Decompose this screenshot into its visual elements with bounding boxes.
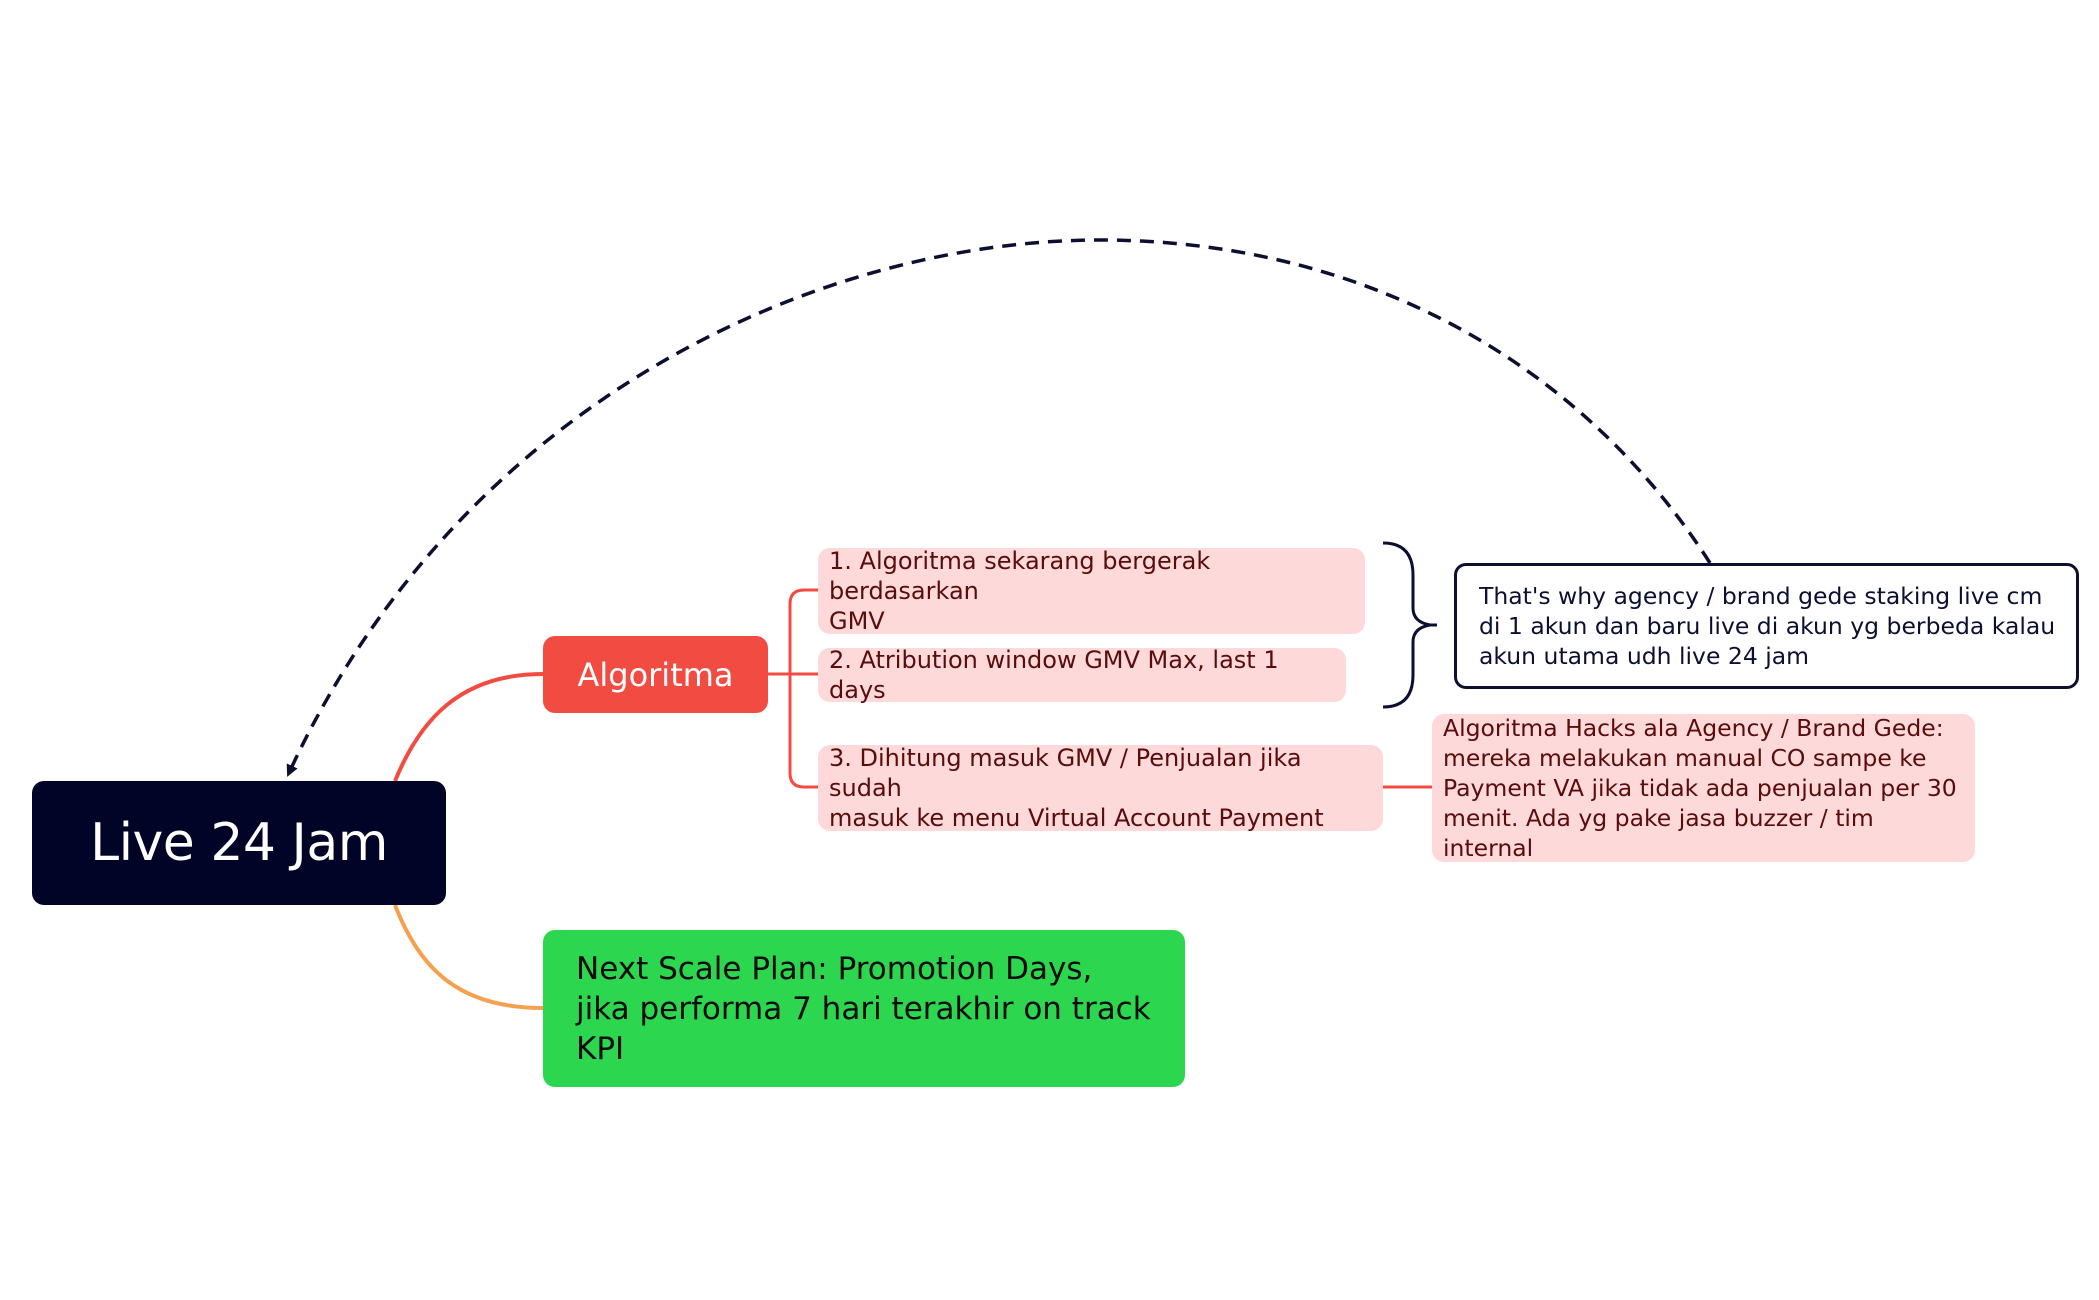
branch-algoritma-item-1 bbox=[788, 588, 818, 674]
central-topic-label: Live 24 Jam bbox=[90, 813, 388, 873]
subtopic-item-1[interactable]: 1. Algoritma sekarang bergerak berdasark… bbox=[818, 547, 1365, 635]
next-scale-plan-label: Next Scale Plan: Promotion Days, jika pe… bbox=[576, 950, 1151, 1067]
subtopic-algoritma-hacks[interactable]: Algoritma Hacks ala Agency / Brand Gede:… bbox=[1432, 714, 1975, 862]
summary-callout-text: That's why agency / brand gede staking l… bbox=[1479, 582, 2056, 670]
subtopic-item-3-text: 3. Dihitung masuk GMV / Penjualan jika s… bbox=[829, 744, 1324, 832]
branch-root-algoritma bbox=[393, 672, 544, 782]
subtopic-item-1-text: 1. Algoritma sekarang bergerak berdasark… bbox=[829, 547, 1211, 635]
subtopic-item-2[interactable]: 2. Atribution window GMV Max, last 1 day… bbox=[818, 646, 1346, 704]
relationship-arrow bbox=[286, 238, 1712, 777]
algoritma-label: Algoritma bbox=[577, 655, 734, 694]
central-topic-live-24-jam[interactable]: Live 24 Jam bbox=[32, 781, 446, 905]
summary-callout[interactable]: That's why agency / brand gede staking l… bbox=[1454, 563, 2079, 689]
branch-root-next-plan bbox=[393, 904, 544, 1010]
main-topic-next-scale-plan[interactable]: Next Scale Plan: Promotion Days, jika pe… bbox=[543, 930, 1185, 1087]
main-topic-algoritma[interactable]: Algoritma bbox=[543, 636, 768, 713]
algoritma-hacks-text: Algoritma Hacks ala Agency / Brand Gede:… bbox=[1443, 714, 1957, 862]
subtopic-item-2-text: 2. Atribution window GMV Max, last 1 day… bbox=[829, 646, 1279, 704]
subtopic-item-3[interactable]: 3. Dihitung masuk GMV / Penjualan jika s… bbox=[818, 744, 1383, 832]
summary-brace bbox=[1382, 541, 1431, 709]
branch-algoritma-item-3 bbox=[788, 674, 818, 789]
